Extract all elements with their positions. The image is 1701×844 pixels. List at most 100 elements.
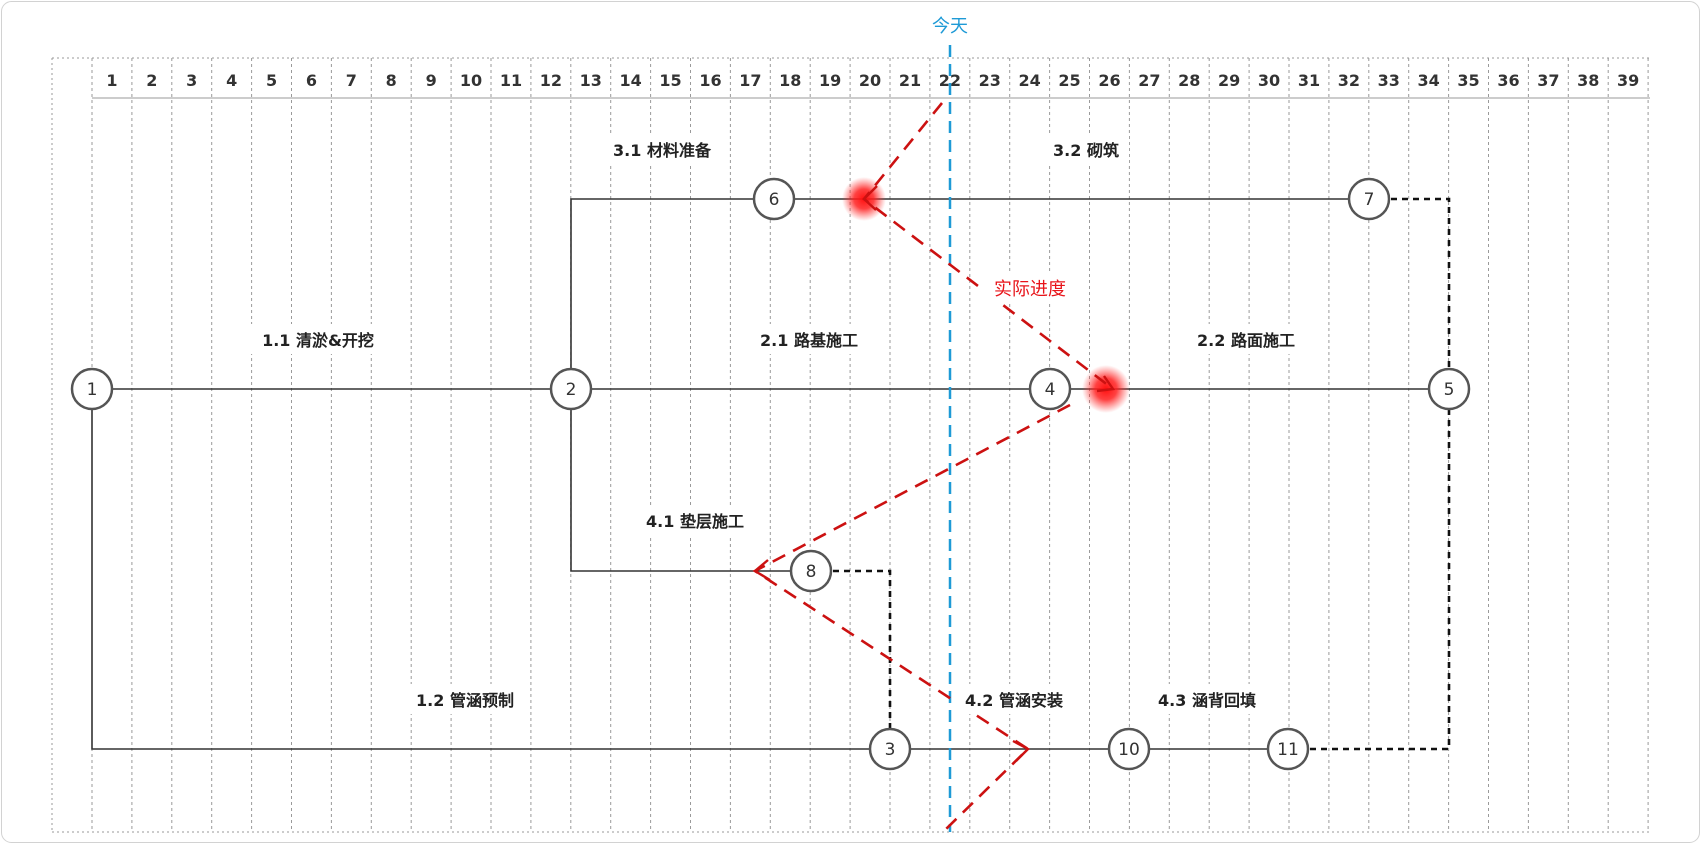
event-node: 2: [549, 367, 593, 411]
task-label-bg: [1043, 134, 1129, 164]
column-label: 15: [659, 71, 681, 90]
node-label: 1: [87, 380, 98, 400]
activity-line-2-6: [570, 198, 774, 389]
event-node: 5: [1427, 367, 1471, 411]
node-label: 11: [1277, 740, 1299, 760]
column-label: 17: [739, 71, 761, 90]
column-label: 3: [186, 71, 197, 90]
event-node: 3: [868, 727, 912, 771]
column-label: 4: [226, 71, 237, 90]
event-node: 10: [1107, 727, 1151, 771]
column-label: 27: [1138, 71, 1160, 90]
event-node: 6: [752, 177, 796, 221]
task-label-3-2: 3.2 砌筑: [1053, 141, 1119, 160]
column-label: 38: [1577, 71, 1599, 90]
dummy-line-7-5: [1369, 197, 1451, 389]
event-node: 1: [70, 367, 114, 411]
column-label: 8: [386, 71, 397, 90]
event-node: 8: [789, 549, 833, 593]
task-label-bg: [248, 324, 388, 354]
column-label: 30: [1258, 71, 1280, 90]
column-label: 18: [779, 71, 801, 90]
node-circle: [549, 367, 593, 411]
column-label: 14: [620, 71, 642, 90]
node-label: 2: [566, 380, 577, 400]
task-label-1-1: 1.1 清淤&开挖: [262, 331, 374, 350]
event-node: 11: [1266, 727, 1310, 771]
column-label: 37: [1537, 71, 1559, 90]
column-label: 7: [346, 71, 357, 90]
progress-label: 实际进度: [994, 279, 1066, 300]
node-circle: [868, 727, 912, 771]
node-label: 4: [1045, 380, 1056, 400]
arrowhead-main: [1096, 375, 1116, 393]
node-circle: [1347, 177, 1391, 221]
arrowhead-top: [862, 185, 878, 211]
node-circle: [1028, 367, 1072, 411]
column-label: 33: [1378, 71, 1400, 90]
column-label: 16: [699, 71, 721, 90]
node-label: 8: [806, 562, 817, 582]
arrowhead-bottom: [1012, 739, 1030, 762]
today-label-bg: [920, 8, 980, 44]
activity-line-1-3: [91, 389, 890, 750]
column-label: 28: [1178, 71, 1200, 90]
column-label: 39: [1617, 71, 1639, 90]
node-circle: [789, 549, 833, 593]
task-label-4-2: 4.2 管涵安装: [965, 691, 1063, 710]
dummy-line-11-5: [1288, 389, 1451, 751]
task-label-bg: [1145, 684, 1269, 714]
column-label: 12: [540, 71, 562, 90]
column-label: 23: [979, 71, 1001, 90]
column-label: 29: [1218, 71, 1240, 90]
task-label-2-1: 2.1 路基施工: [760, 331, 858, 350]
node-circle: [1266, 727, 1310, 771]
column-label: 5: [266, 71, 277, 90]
column-label: 1: [106, 71, 117, 90]
task-label-4-3: 4.3 涵背回填: [1158, 691, 1256, 710]
task-label-bg: [633, 505, 757, 535]
dummy-dependencies: [811, 197, 1451, 751]
dummy-line-8-3: [811, 569, 892, 749]
progress-arrowheads: [752, 185, 1116, 762]
event-node: 7: [1347, 177, 1391, 221]
column-label: 24: [1019, 71, 1041, 90]
column-label: 13: [580, 71, 602, 90]
column-label: 35: [1457, 71, 1479, 90]
node-circle: [70, 367, 114, 411]
column-label: 34: [1418, 71, 1440, 90]
column-label: 21: [899, 71, 921, 90]
column-label: 9: [426, 71, 437, 90]
column-label: 32: [1338, 71, 1360, 90]
task-label-bg: [1182, 324, 1310, 354]
task-label-1-2: 1.2 管涵预制: [416, 691, 514, 710]
task-label-bg: [745, 324, 873, 354]
node-label: 10: [1118, 740, 1140, 760]
node-label: 3: [885, 740, 896, 760]
task-label-3-1: 3.1 材料准备: [613, 141, 712, 160]
arrowhead-mid: [752, 559, 771, 582]
task-labels: 1.1 清淤&开挖 1.2 管涵预制 2.1 路基施工 2.2 路面施工 3.1…: [248, 134, 1310, 714]
node-label: 6: [769, 190, 780, 210]
column-label: 25: [1058, 71, 1080, 90]
column-label: 31: [1298, 71, 1320, 90]
column-label: 10: [460, 71, 482, 90]
node-label: 5: [1444, 380, 1455, 400]
column-label: 6: [306, 71, 317, 90]
event-nodes: 1 2 4 5 6 7 8 3: [70, 177, 1471, 771]
column-label: 36: [1497, 71, 1519, 90]
column-label: 20: [859, 71, 881, 90]
task-label-bg: [600, 134, 724, 164]
node-circle: [1427, 367, 1471, 411]
activity-line-2-8: [570, 389, 811, 572]
column-label: 19: [819, 71, 841, 90]
task-label-bg: [403, 684, 527, 714]
event-node: 4: [1028, 367, 1072, 411]
today-label: 今天: [932, 16, 968, 37]
progress-label-bg: [981, 274, 1077, 304]
node-circle: [1107, 727, 1151, 771]
